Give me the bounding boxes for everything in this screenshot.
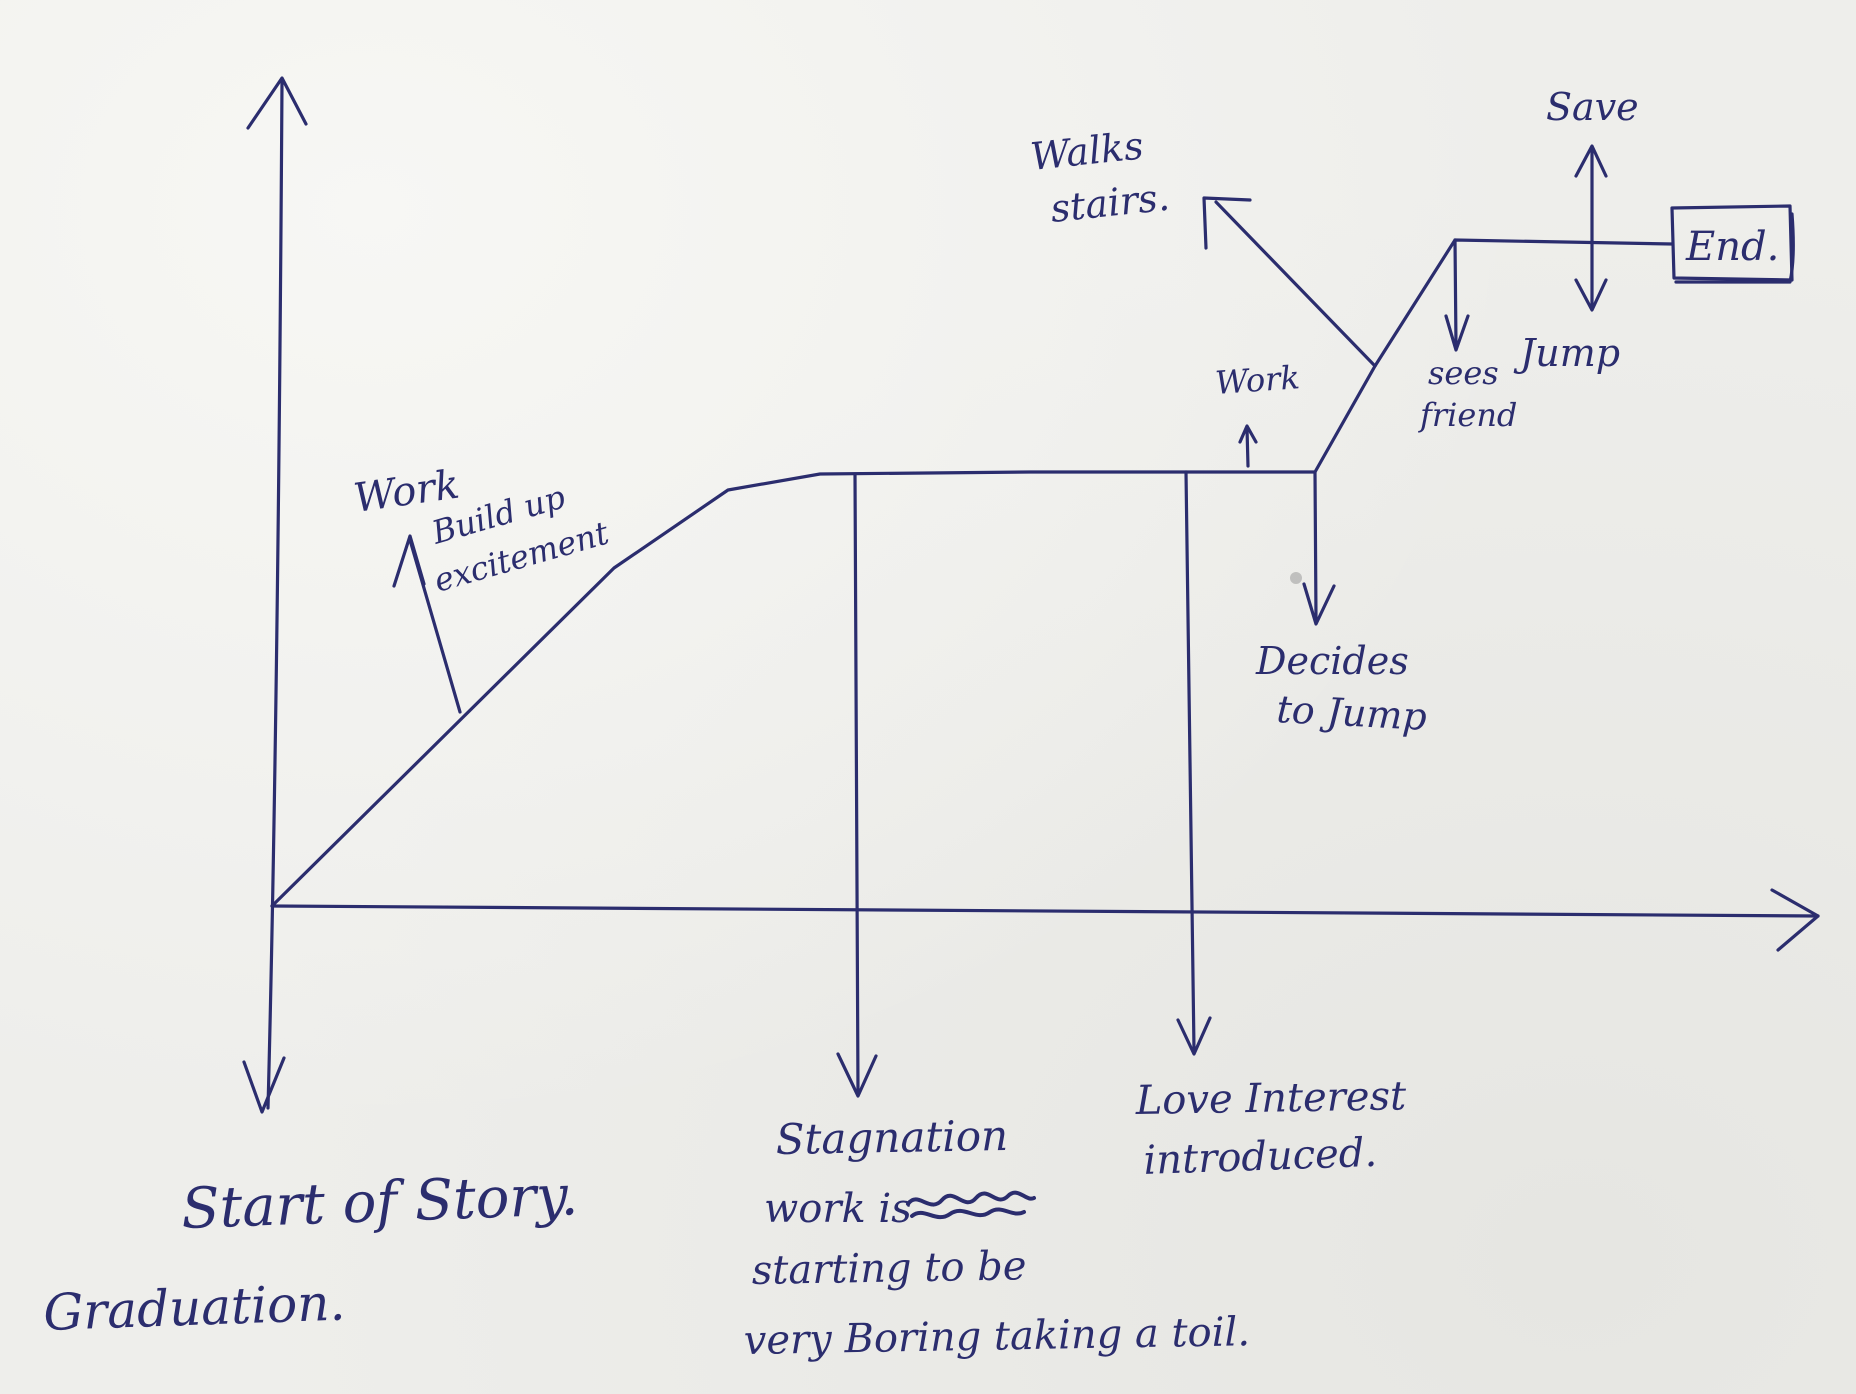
y-axis-line <box>266 80 284 1110</box>
label-to-jump: to Jump <box>1276 687 1428 739</box>
y-axis-up-arrowhead <box>246 76 308 130</box>
build-up-arrowhead <box>392 534 426 588</box>
label-introduced: introduced. <box>1143 1130 1378 1184</box>
decides-ink-blot <box>1290 572 1302 584</box>
jump-arrowhead <box>1574 278 1608 312</box>
love-interest-arrowhead <box>1176 1016 1212 1056</box>
y-axis-down-arrowhead <box>242 1056 286 1114</box>
label-love-interest: Love Interest <box>1134 1073 1407 1124</box>
love-interest-pointer-line <box>1184 470 1196 1052</box>
walks-stairs-pointer-line <box>1214 200 1377 368</box>
sees-friend-pointer-line <box>1453 238 1458 348</box>
label-friend: friend <box>1418 396 1517 434</box>
decides-arrowhead <box>1302 582 1336 626</box>
label-stairs: stairs. <box>1048 175 1171 231</box>
x-axis-line <box>270 904 1820 918</box>
x-axis-arrowhead <box>1770 888 1820 952</box>
sees-friend-arrowhead <box>1444 314 1470 352</box>
label-walks: Walks <box>1028 123 1145 179</box>
label-graduation: Graduation. <box>42 1273 346 1342</box>
walks-stairs-arrowhead <box>1202 196 1252 250</box>
decides-pointer-line <box>1313 470 1318 620</box>
end-box-shadow <box>1674 212 1795 284</box>
stagnation-pointer-line <box>853 472 860 1094</box>
label-decides: Decides <box>1255 639 1409 683</box>
label-work-is: work is <box>764 1186 912 1232</box>
label-work-2: Work <box>1214 358 1301 402</box>
handwritten-notes: Work Build up excitement Walks stairs. S… <box>42 85 1779 1364</box>
label-end: End. <box>1685 224 1779 270</box>
save-arrowhead <box>1574 144 1608 178</box>
x-axis <box>270 888 1820 952</box>
label-save: Save <box>1546 85 1639 129</box>
work-small-pointer-line <box>1245 426 1250 468</box>
work-small-arrowhead <box>1238 424 1258 444</box>
label-starting-to-be: starting to be <box>751 1243 1026 1294</box>
label-jump: Jump <box>1513 331 1620 375</box>
scribbled-out-word <box>906 1190 1036 1220</box>
label-very-boring: very Boring taking a toil. <box>743 1309 1250 1364</box>
y-axis <box>242 76 308 1114</box>
stagnation-arrowhead <box>836 1052 878 1098</box>
label-sees: sees <box>1428 354 1499 392</box>
end-box <box>1670 204 1795 284</box>
story-arc-line <box>270 238 1674 908</box>
label-start-of-story: Start of Story. <box>180 1163 579 1242</box>
label-stagnation: Stagnation <box>775 1111 1008 1164</box>
